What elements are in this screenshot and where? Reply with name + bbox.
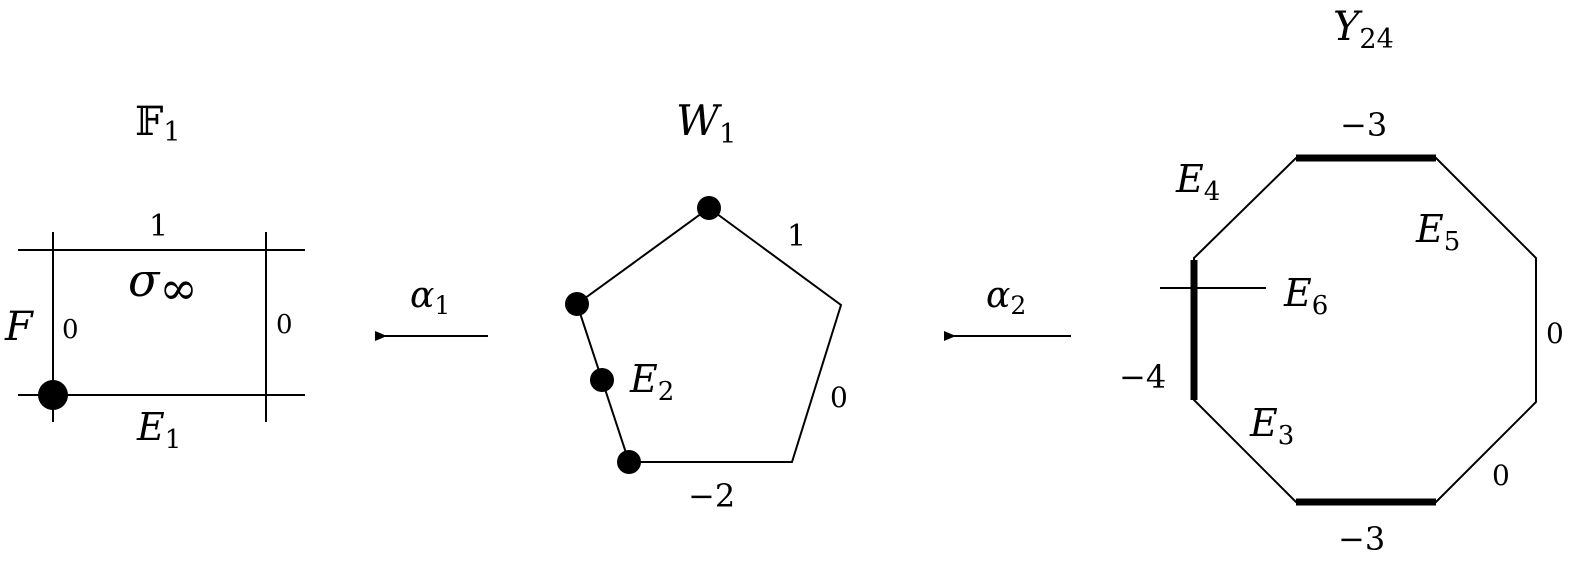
w1-title: W1 [676,96,736,150]
w1-e2-label: E2 [629,357,674,407]
w1-pentagon [575,206,843,463]
y24-lower-right-number: 0 [1492,459,1510,492]
w1-right-number: 0 [830,381,848,414]
f1-e1-label: E1 [136,405,181,455]
alpha1-map: α1 [375,275,488,341]
f1-title: 𝔽1 [135,99,181,148]
y24-octagon [1193,157,1537,503]
y24-title: Y24 [1333,4,1394,55]
f1-blowup-point [38,380,68,410]
f1-right-number: 0 [276,310,293,340]
alpha2-label: α2 [986,275,1026,320]
f1-fiber-label: F [4,304,34,350]
y24-e4-label: E4 [1175,157,1220,207]
y24-panel: Y24 −3 E4 E5 E6 −4 0 E3 0 −3 [1119,4,1564,558]
y24-e3-label: E3 [1249,401,1294,451]
y24-e5-label: E5 [1415,207,1460,257]
w1-panel: W1 1 0 −2 E2 [565,96,848,515]
y24-top-number: −3 [1340,106,1387,144]
y24-left-number: −4 [1119,358,1166,396]
w1-edge-point [590,368,614,392]
y24-bottom-number: −3 [1338,520,1385,558]
f1-panel: 𝔽1 1 σ∞ F 0 0 E1 [4,99,305,455]
w1-bottom-number: −2 [688,477,735,515]
y24-right-number: 0 [1546,317,1564,350]
w1-vertex-point-bottom [617,450,641,474]
f1-left-number: 0 [62,315,79,345]
y24-e6-label: E6 [1283,271,1328,321]
f1-sigma-label: σ∞ [128,253,198,315]
alpha1-label: α1 [410,275,450,320]
f1-top-number: 1 [149,209,168,244]
w1-vertex-point-left [565,292,589,316]
w1-upper-right-number: 1 [787,219,806,254]
w1-vertex-point-top [697,196,721,220]
alpha2-map: α2 [944,275,1071,341]
